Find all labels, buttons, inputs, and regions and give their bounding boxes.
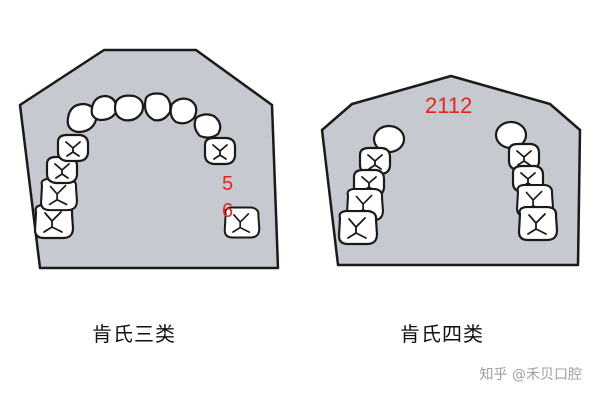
tooth-lateral-incisor [169,97,198,125]
tooth-premolar [56,133,90,163]
tooth-premolar [203,136,237,166]
tooth-central-incisor [143,92,172,122]
missing-tooth-label-2112: 2112 [425,93,472,118]
tooth-lateral-incisor [90,94,118,122]
missing-tooth-label-6: 6 [222,200,233,222]
tooth-canine [66,102,98,134]
watermark: 知乎 @禾贝口腔 [479,367,582,383]
panel-kennedy-class-3: 5 6 [18,48,280,270]
anterior-teeth [66,92,222,139]
missing-tooth-label-5: 5 [222,173,233,195]
caption-kennedy-class-4: 肯氏四类 [400,322,484,346]
tooth-molar [337,210,379,246]
tooth-canine [193,113,222,139]
panel-kennedy-class-4: 2112 [320,74,582,267]
caption-kennedy-class-3: 肯氏三类 [92,322,176,346]
tooth-molar [517,206,559,242]
tooth-central-incisor [113,94,145,122]
